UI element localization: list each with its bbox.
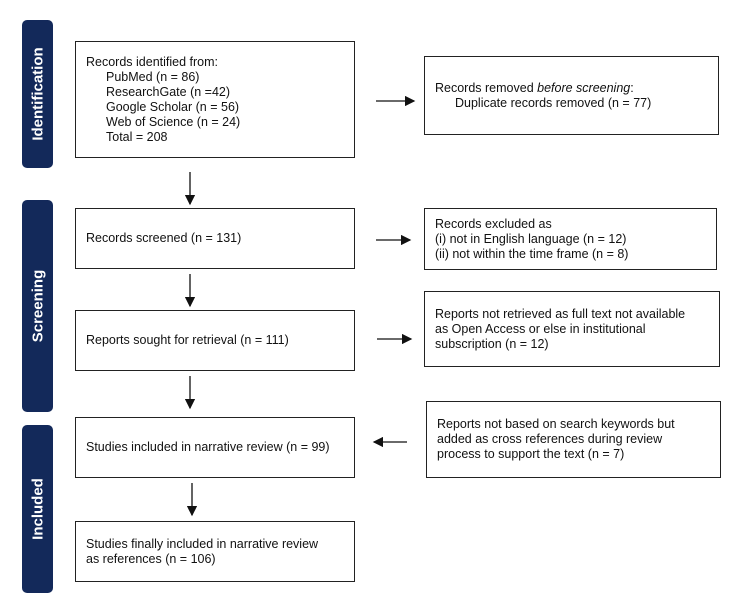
records-excluded-box: Records excluded as (i) not in English l… <box>424 208 717 270</box>
studies-final-box: Studies finally included in narrative re… <box>75 521 355 582</box>
phase-label: Included <box>29 478 46 540</box>
phase-label: Identification <box>29 47 46 141</box>
source-line: Google Scholar (n = 56) <box>106 99 240 114</box>
box-line: (i) not in English language (n = 12) <box>435 231 627 246</box>
box-line: Records excluded as <box>435 216 552 231</box>
reports-not-retrieved-box: Reports not retrieved as full text not a… <box>424 291 720 367</box>
box-line: Reports not based on search keywords but <box>437 417 675 431</box>
total-line: Total = 208 <box>106 129 168 144</box>
source-line: Web of Science (n = 24) <box>106 114 241 129</box>
box-line: (ii) not within the time frame (n = 8) <box>435 246 629 261</box>
source-line: ResearchGate (n =42) <box>106 84 231 99</box>
phase-label: Screening <box>29 269 46 343</box>
records-identified-box: Records identified from: PubMed (n = 86)… <box>75 41 355 158</box>
studies-included-box: Studies included in narrative review (n … <box>75 417 355 478</box>
records-removed-box: Records removed before screening: Duplic… <box>424 56 719 135</box>
records-screened-box: Records screened (n = 131) <box>75 208 355 269</box>
source-line: PubMed (n = 86) <box>106 69 200 84</box>
reports-sought-box: Reports sought for retrieval (n = 111) <box>75 310 355 371</box>
box-text: Reports sought for retrieval (n = 111) <box>86 333 289 347</box>
box-line: added as cross references during review <box>437 432 663 446</box>
phase-identification: Identification <box>22 20 53 168</box>
box-title: Records removed before screening: <box>435 80 634 95</box>
box-text: Records screened (n = 131) <box>86 231 242 245</box>
phase-included: Included <box>22 425 53 593</box>
box-line: process to support the text (n = 7) <box>437 447 625 461</box>
duplicates-line: Duplicate records removed (n = 77) <box>455 95 652 110</box>
box-text: Studies included in narrative review (n … <box>86 440 330 454</box>
box-title: Records identified from: <box>86 54 219 69</box>
box-line: as references (n = 106) <box>86 551 216 566</box>
box-line: Reports not retrieved as full text not a… <box>435 306 686 321</box>
cross-references-box: Reports not based on search keywords but… <box>426 401 721 478</box>
box-line: subscription (n = 12) <box>435 336 549 351</box>
box-line: Studies finally included in narrative re… <box>86 536 319 551</box>
box-line: as Open Access or else in institutional <box>435 321 646 336</box>
phase-screening: Screening <box>22 200 53 412</box>
